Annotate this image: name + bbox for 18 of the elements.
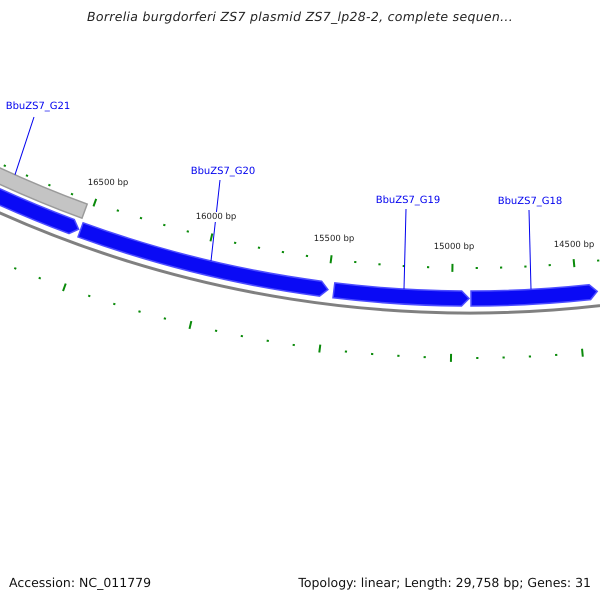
map-title: Borrelia burgdorferi ZS7 plasmid ZS7_lp28-2, complete sequen... xyxy=(86,9,514,24)
gene-label: BbuZS7_G20 xyxy=(190,166,256,177)
gene-label: BbuZS7_G19 xyxy=(376,195,440,206)
gene-feature xyxy=(332,282,470,307)
scale-label: 14500 bp xyxy=(552,240,596,250)
leader-line xyxy=(404,208,406,290)
gene-label: BbuZS7_G21 xyxy=(6,101,70,112)
gene-label: BbuZS7_G18 xyxy=(498,196,562,207)
scale-label: 15500 bp xyxy=(312,234,356,244)
scale-label: 15000 bp xyxy=(432,242,476,252)
footer-text: Accession: NC_011779 xyxy=(9,575,152,590)
gene-feature xyxy=(470,284,598,307)
scale-label: 16000 bp xyxy=(194,212,238,222)
scale-label: 16500 bp xyxy=(86,178,130,188)
leader-line xyxy=(14,116,34,176)
footer-text: Topology: linear; Length: 29,758 bp; Genes: 31 xyxy=(298,575,591,590)
leader-line xyxy=(210,180,220,262)
leader-line xyxy=(528,210,532,290)
